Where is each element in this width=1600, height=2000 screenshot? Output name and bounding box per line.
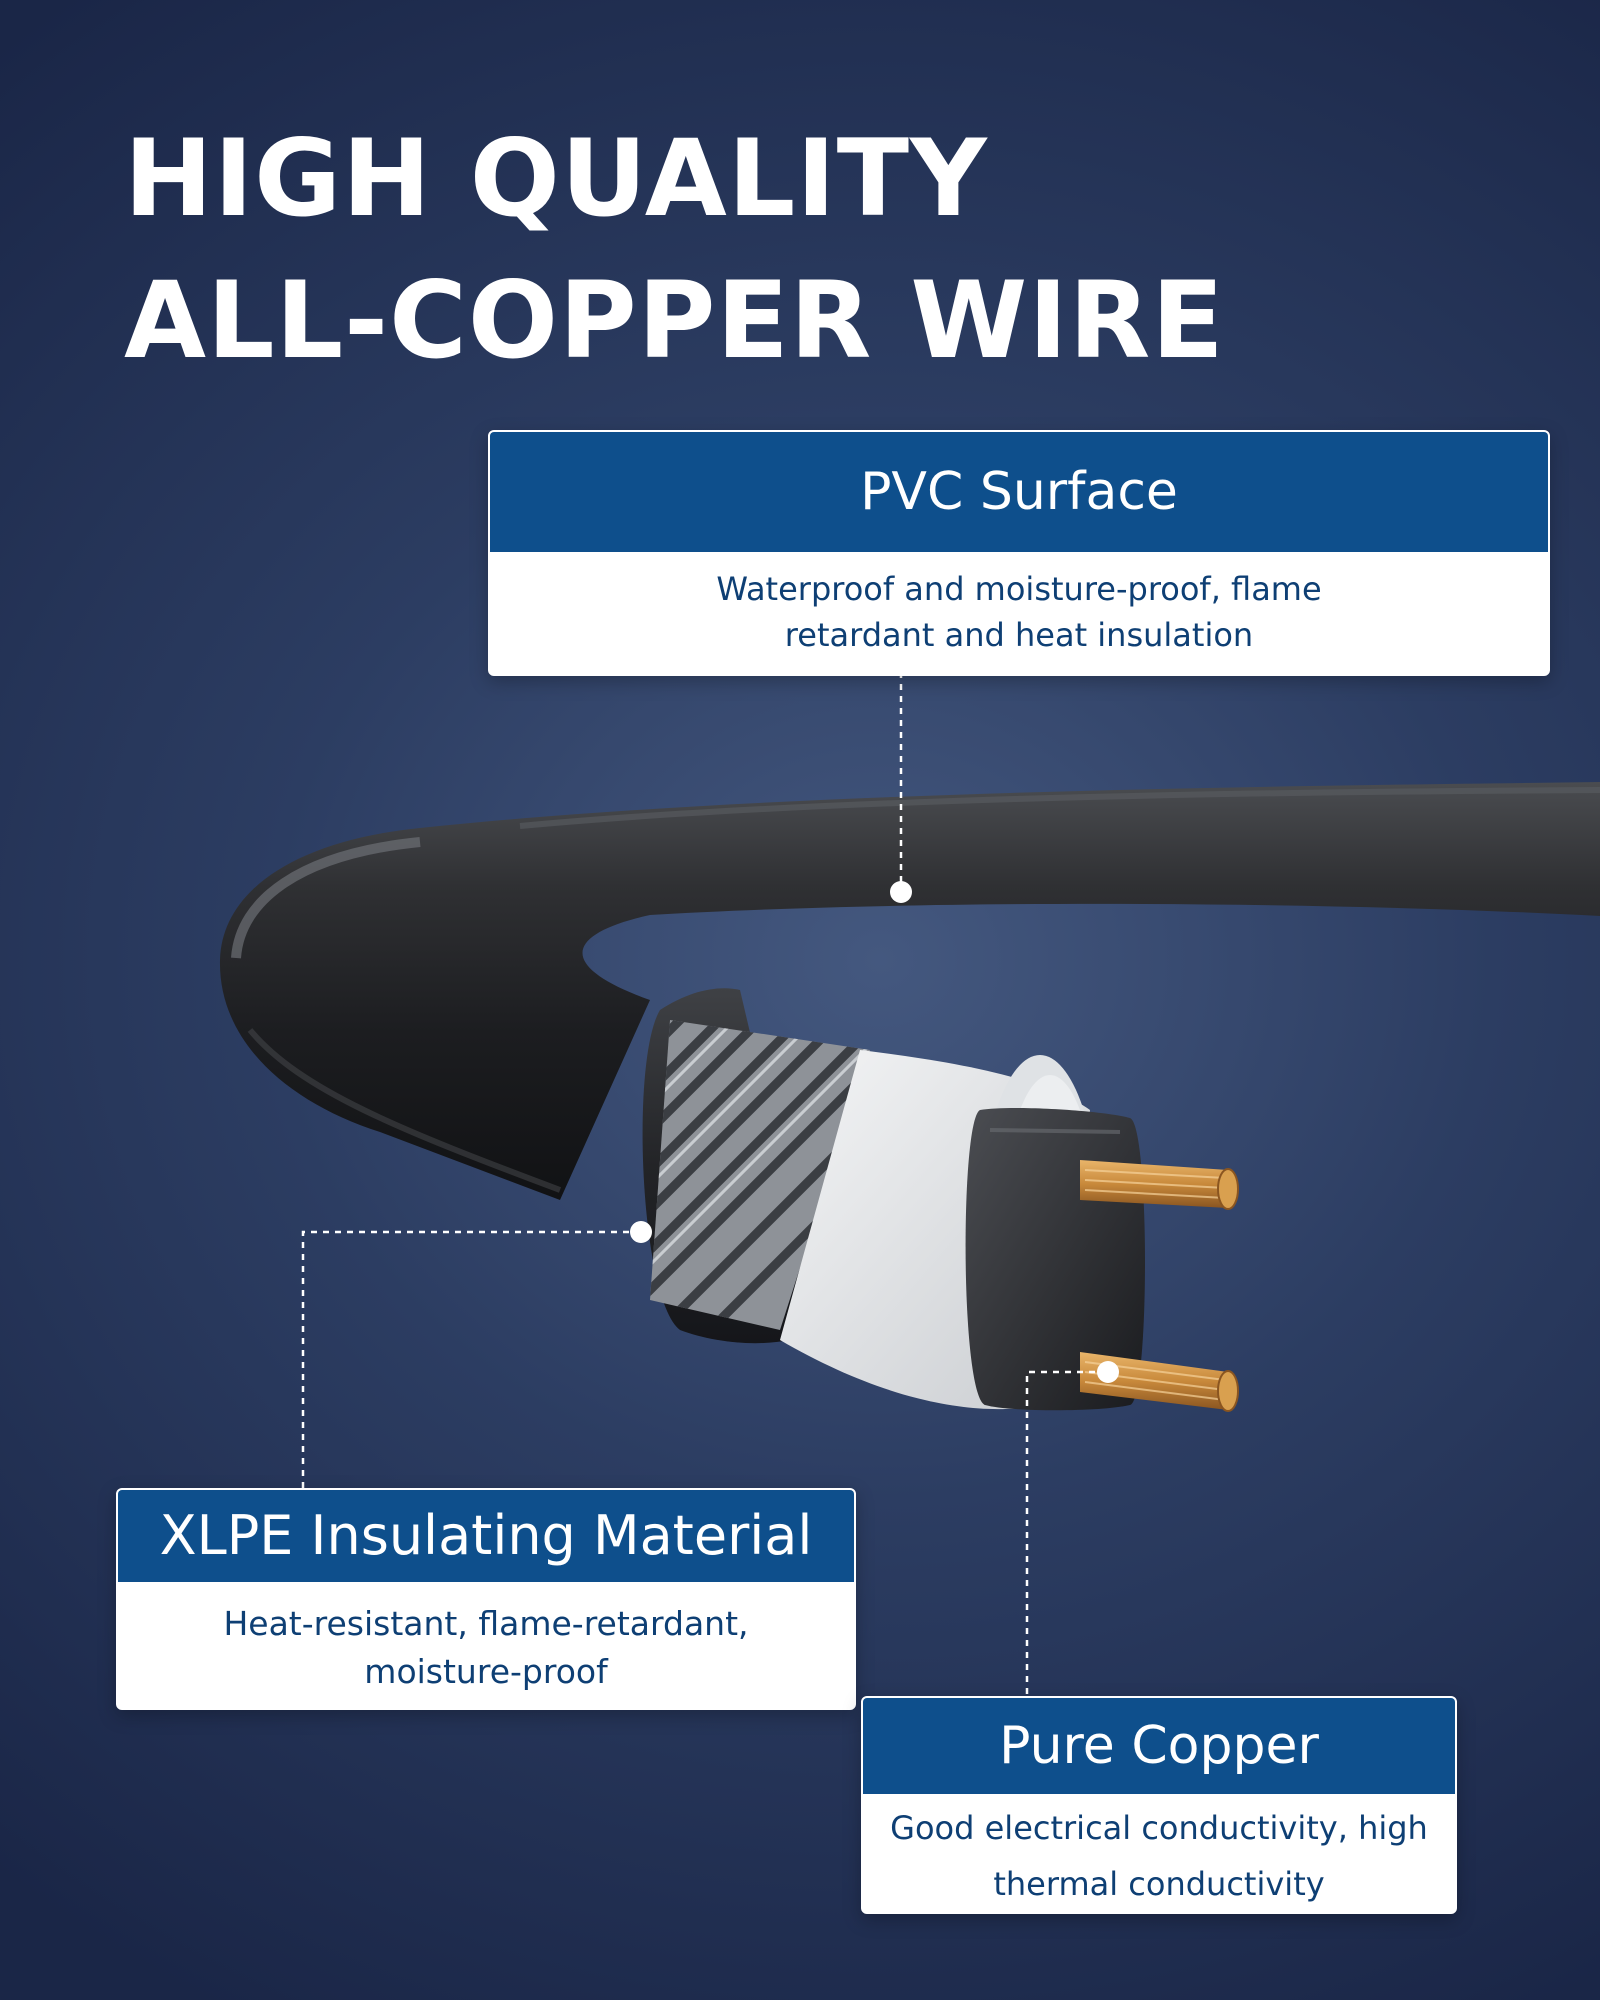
cable-sheath <box>219 782 1600 1200</box>
callout-title: PVC Surface <box>490 432 1548 552</box>
callout-description: Waterproof and moisture-proof, flame ret… <box>716 570 1322 654</box>
headline-line-2: ALL-COPPER WIRE <box>124 259 1225 382</box>
leader-line-copper <box>1025 1370 1107 1696</box>
copper-conductor-bottom <box>1080 1352 1239 1412</box>
marker-dot-xlpe <box>630 1221 652 1243</box>
leader-lines <box>301 672 1107 1696</box>
callout-description: Heat-resistant, flame-retardant, moistur… <box>223 1604 749 1691</box>
copper-conductor-top <box>1080 1160 1239 1210</box>
callout-title: XLPE Insulating Material <box>118 1490 854 1582</box>
callout-pure-copper: Pure Copper Good electrical conductivity… <box>861 1696 1457 1914</box>
callout-description: Good electrical conductivity, high therm… <box>890 1809 1428 1903</box>
marker-dot-copper <box>1097 1361 1119 1383</box>
marker-dot-pvc <box>890 881 912 903</box>
leader-line-xlpe <box>301 1230 641 1488</box>
callout-xlpe-insulating-material: XLPE Insulating Material Heat-resistant,… <box>116 1488 856 1710</box>
headline: HIGH QUALITY ALL-COPPER WIRE <box>124 108 1225 392</box>
braided-shield <box>650 1020 870 1330</box>
headline-line-1: HIGH QUALITY <box>124 117 988 240</box>
callout-pvc-surface: PVC Surface Waterproof and moisture-proo… <box>488 430 1550 676</box>
callout-title: Pure Copper <box>863 1698 1455 1794</box>
